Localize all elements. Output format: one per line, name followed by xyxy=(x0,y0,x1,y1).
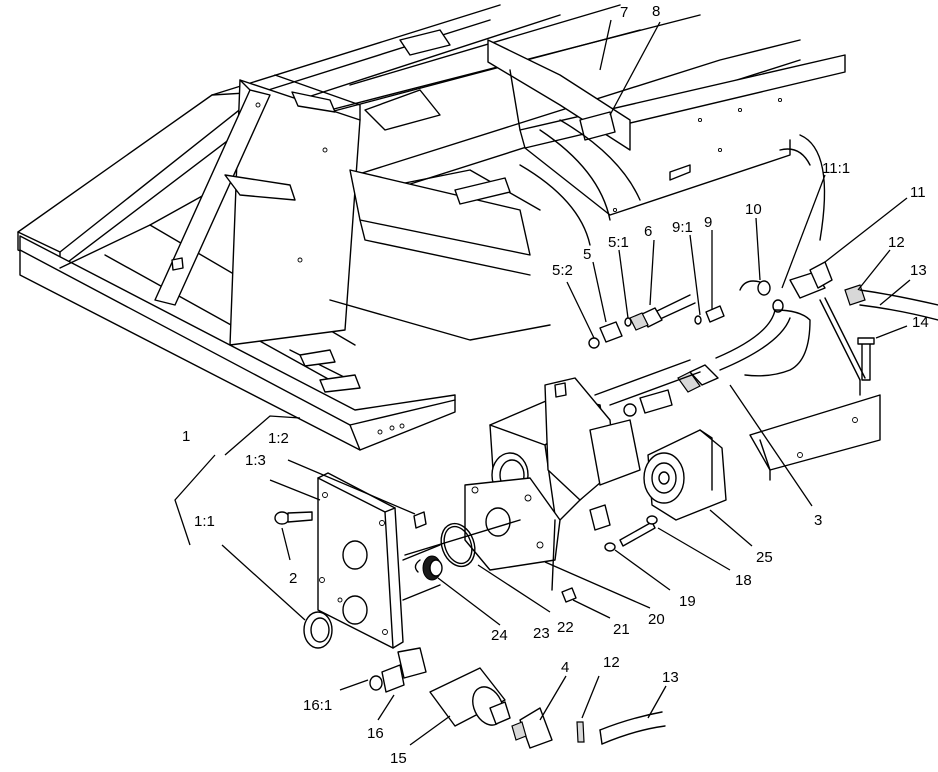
callouts: 7 8 11:1 11 10 9:1 9 6 5:1 5 5:2 12 13 1… xyxy=(182,3,929,767)
callout-8: 8 xyxy=(652,3,660,20)
callout-10: 10 xyxy=(745,201,762,218)
callout-4: 4 xyxy=(561,659,569,676)
callout-2: 2 xyxy=(289,570,297,587)
leader-lines xyxy=(174,19,911,746)
callout-19: 19 xyxy=(679,593,696,610)
pump-assembly xyxy=(464,359,701,571)
callout-25: 25 xyxy=(756,549,773,566)
callout-24: 24 xyxy=(491,627,508,644)
callout-11: 11 xyxy=(910,184,926,201)
lower-fitting-chain xyxy=(369,647,666,749)
callout-5: 5 xyxy=(583,246,591,263)
callout-7: 7 xyxy=(620,4,628,21)
nut-22 xyxy=(551,519,577,603)
callout-22: 22 xyxy=(557,619,574,636)
callout-9-1: 9:1 xyxy=(672,219,693,236)
callout-23: 23 xyxy=(533,625,550,642)
callout-18: 18 xyxy=(735,572,752,589)
callout-20: 20 xyxy=(648,611,665,628)
bolt-18 xyxy=(604,515,658,552)
callout-3: 3 xyxy=(814,512,822,529)
callout-1-2: 1:2 xyxy=(268,430,289,447)
fittings-upper xyxy=(588,261,938,481)
callout-5-1: 5:1 xyxy=(608,234,629,251)
callout-1: 1 xyxy=(182,428,190,445)
callout-6: 6 xyxy=(644,223,652,240)
callout-12-lower: 12 xyxy=(603,654,620,671)
callout-1-3: 1:3 xyxy=(245,452,266,469)
adapter-plate xyxy=(274,472,521,649)
callout-5-2: 5:2 xyxy=(552,262,573,279)
callout-16: 16 xyxy=(367,725,384,742)
callout-1-1: 1:1 xyxy=(194,513,215,530)
callout-13-lower: 13 xyxy=(662,669,679,686)
filter-25 xyxy=(643,429,727,521)
callout-21: 21 xyxy=(613,621,630,638)
callout-11-1: 11:1 xyxy=(822,160,850,177)
chassis-frame xyxy=(17,4,846,451)
callout-13-upper: 13 xyxy=(910,262,927,279)
o-ring-and-gear xyxy=(414,522,476,581)
callout-12-upper: 12 xyxy=(888,234,905,251)
callout-14: 14 xyxy=(912,314,929,331)
callout-15: 15 xyxy=(390,750,407,767)
callout-16-1: 16:1 xyxy=(303,697,332,714)
callout-9: 9 xyxy=(704,214,712,231)
